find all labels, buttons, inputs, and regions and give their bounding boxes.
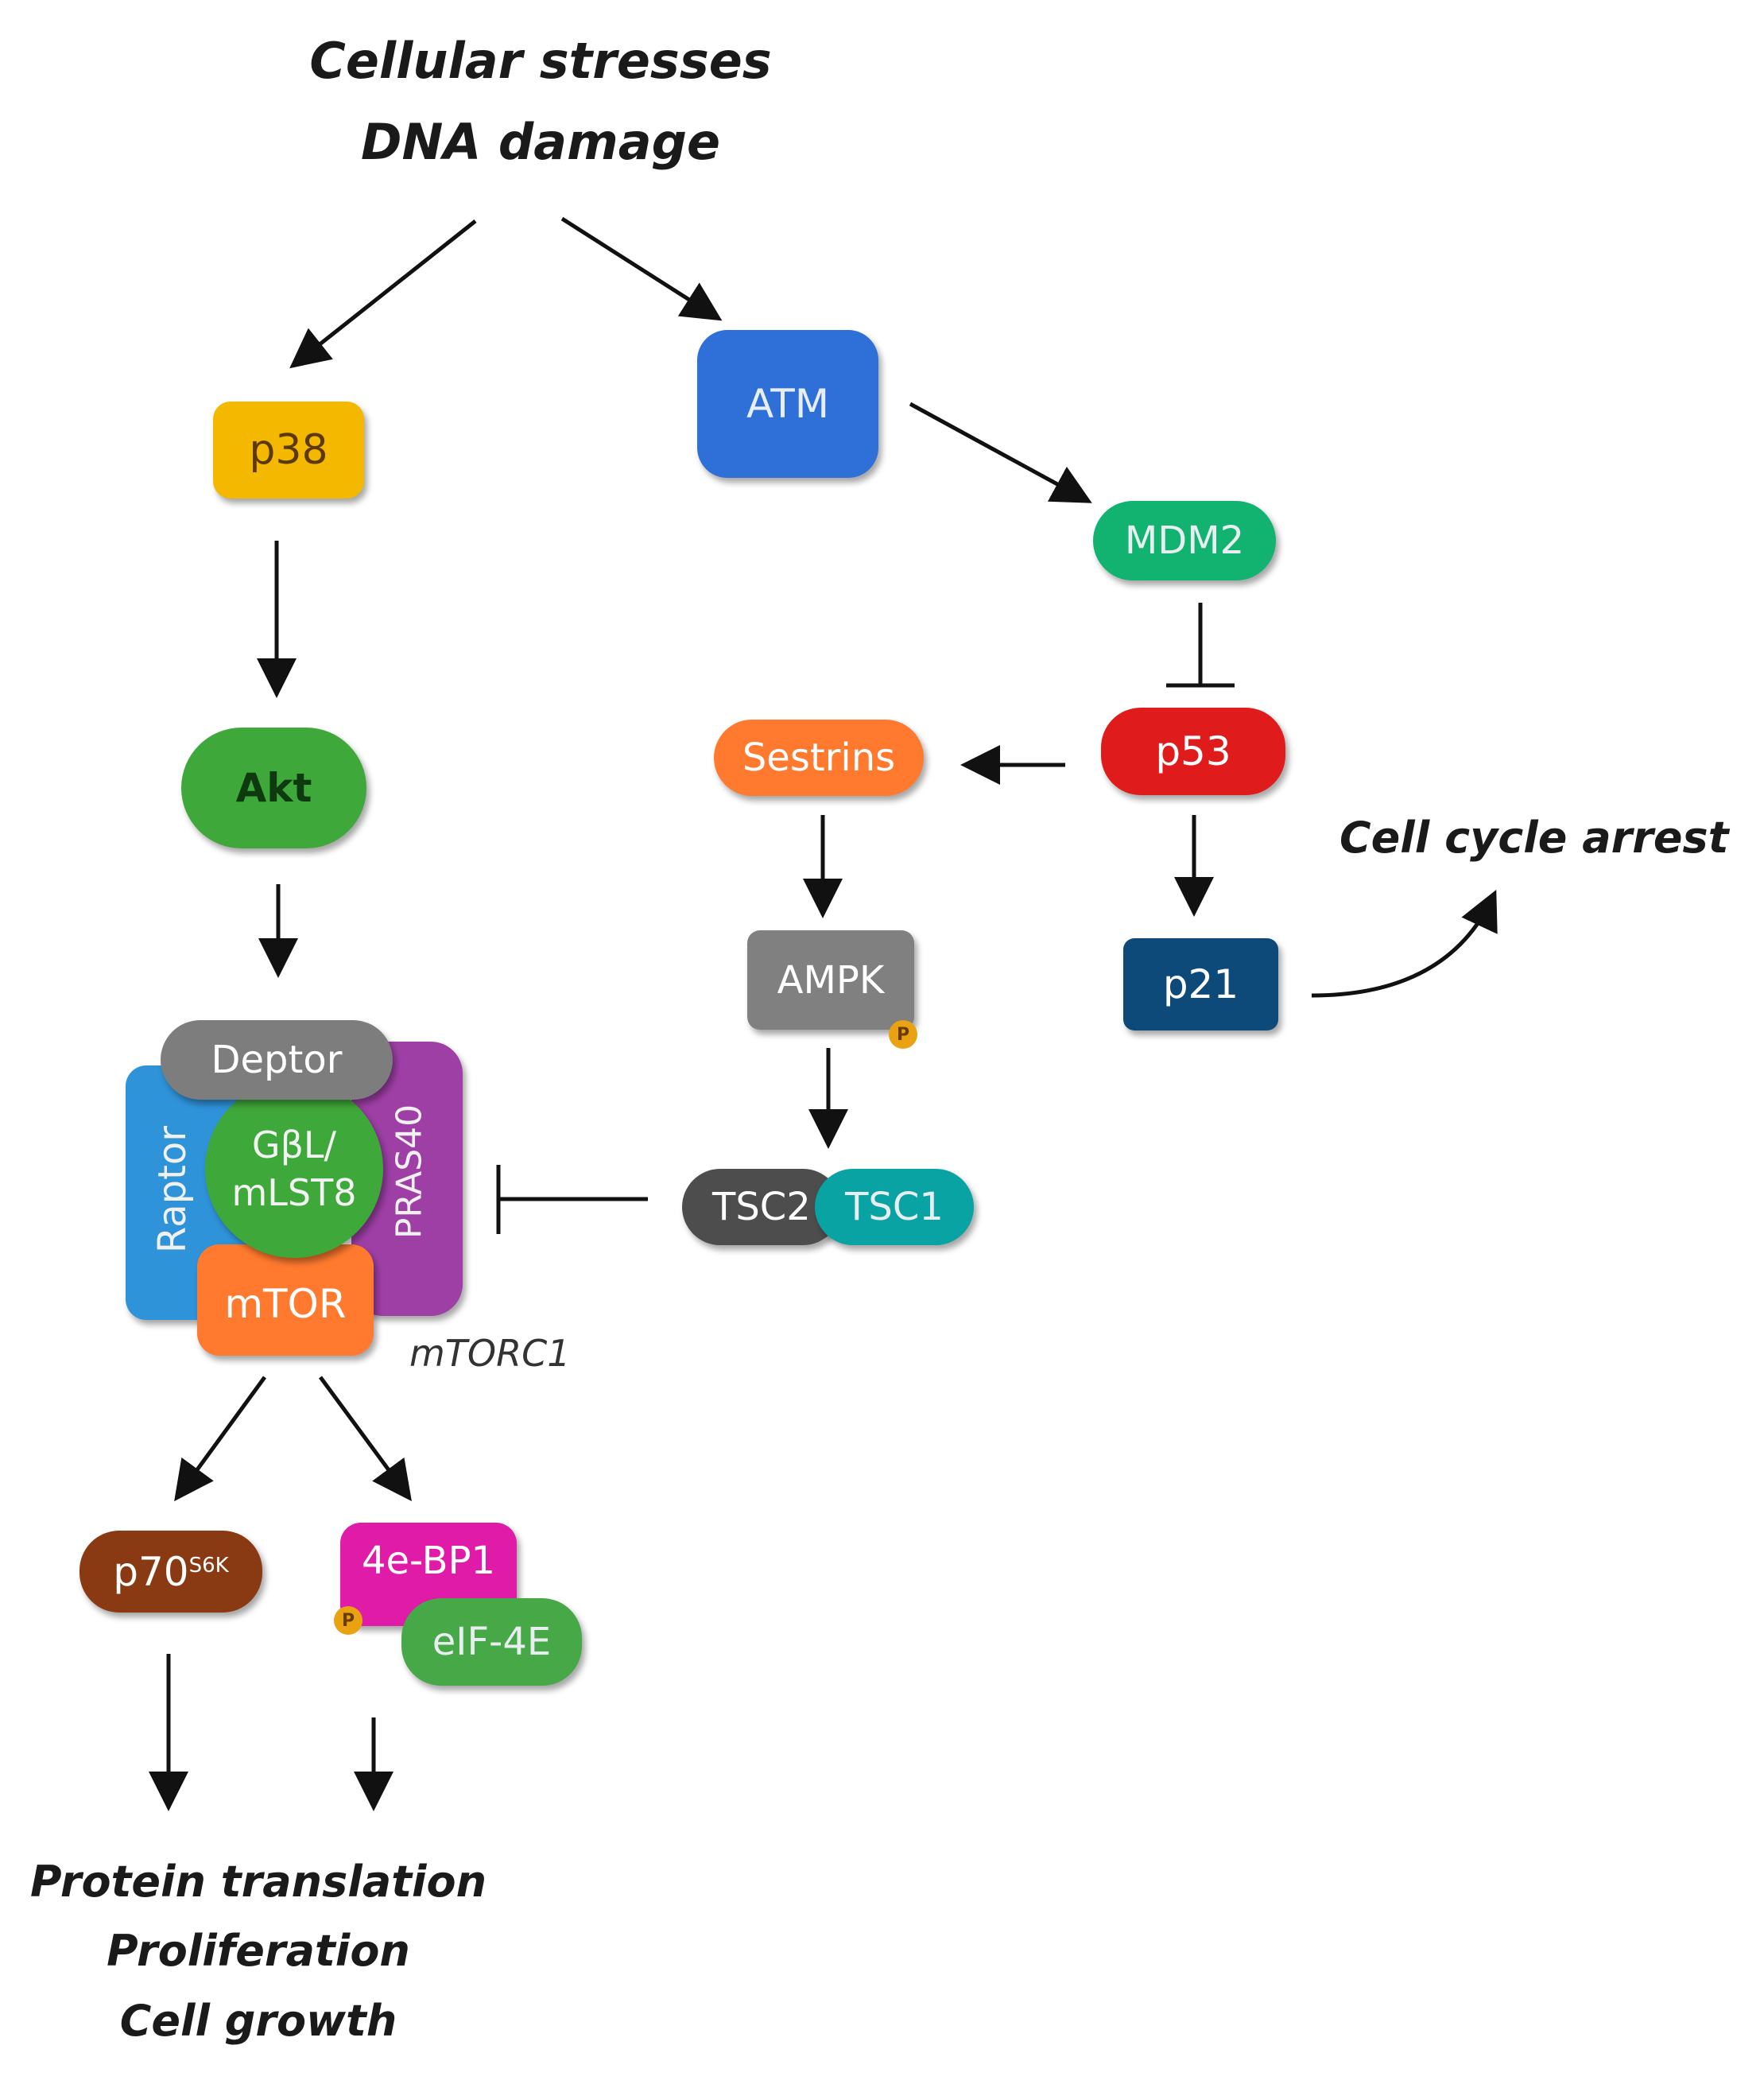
ampk-node: AMPK: [747, 930, 914, 1030]
raptor-label: Raptor: [150, 1125, 195, 1254]
gbl-label-line2: mLST8: [231, 1171, 357, 1214]
tsc2-node: TSC2: [682, 1169, 841, 1245]
deptor-node: Deptor: [161, 1020, 393, 1100]
mdm2-node: MDM2: [1093, 501, 1276, 580]
gbl-mlst8-node: GβL/ mLST8: [205, 1080, 383, 1258]
outcome-protein-translation: Protein translation: [29, 1857, 487, 1907]
pras40-label: PRAS40: [389, 1104, 430, 1240]
outcome-proliferation: Proliferation: [107, 1926, 410, 1976]
cell-cycle-arrest-label: Cell cycle arrest: [1339, 813, 1729, 863]
4ebp1-phosphate-badge: P: [334, 1606, 362, 1635]
atm-node: ATM: [697, 330, 878, 478]
s6k-superscript: S6K: [188, 1553, 229, 1578]
arrow-mtorc1-to-p70: [174, 1376, 267, 1502]
mtor-node: mTOR: [197, 1244, 374, 1356]
eif4e-node: eIF-4E: [401, 1598, 582, 1686]
arrow-stress-to-atm: [560, 216, 723, 321]
outcome-cell-growth: Cell growth: [119, 1996, 397, 2046]
arrow-p21-to-cell-cycle-arrest: [1311, 889, 1498, 998]
p53-node: p53: [1101, 708, 1285, 795]
arrow-stress-to-p38: [289, 219, 477, 369]
arrow-atm-to-mdm2: [909, 402, 1092, 503]
arrow-mtorc1-to-4ebp1: [318, 1376, 412, 1502]
stress-label-dna-damage: DNA damage: [360, 113, 720, 171]
sestrins-node: Sestrins: [714, 720, 924, 796]
akt-node: Akt: [181, 728, 366, 848]
stress-label-cellular: Cellular stresses: [309, 32, 772, 90]
ampk-phosphate-badge: P: [889, 1020, 917, 1049]
p38-node: p38: [213, 402, 364, 499]
tsc1-node: TSC1: [815, 1169, 974, 1245]
mtorc1-label: mTORC1: [409, 1332, 571, 1375]
gbl-label-line1: GβL/: [251, 1124, 337, 1166]
p21-node: p21: [1123, 938, 1278, 1030]
p70-label: p70: [113, 1548, 189, 1595]
